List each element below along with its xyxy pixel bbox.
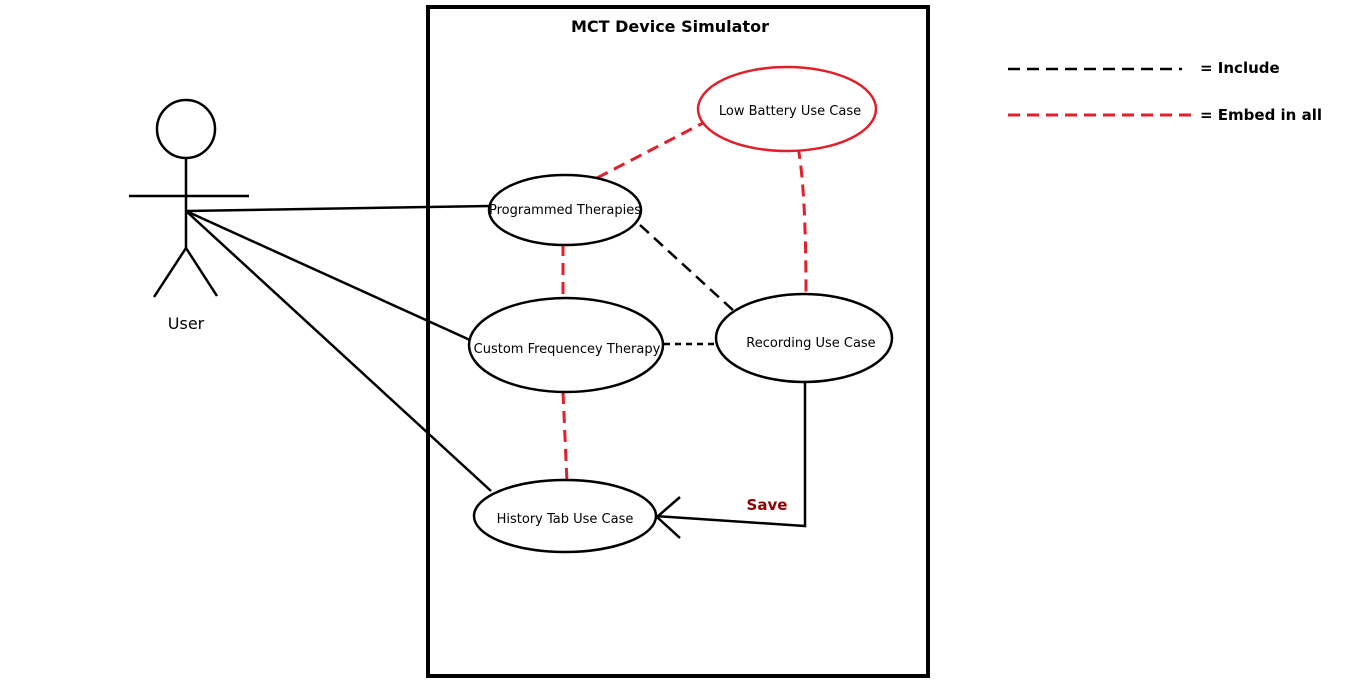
- system-title: MCT Device Simulator: [571, 17, 769, 36]
- association-custom: [185, 209, 471, 342]
- actor-left-leg: [152, 247, 188, 298]
- association-programmed: [185, 204, 491, 213]
- programmed-label: Programmed Therapies: [489, 203, 641, 218]
- actor-label: User: [168, 314, 205, 333]
- system-boundary: [426, 5, 930, 678]
- low-battery-ellipse: [696, 65, 878, 153]
- save-relation: [654, 381, 807, 528]
- embed-custom-history: [561, 391, 569, 483]
- use-case-recording: Recording Use Case: [714, 292, 894, 384]
- legend-embed-label: = Embed in all: [1200, 106, 1322, 124]
- use-case-custom-frequency: Custom Frequencey Therapy: [467, 296, 665, 394]
- recording-ellipse: [714, 292, 894, 384]
- include-programmed-recording: [639, 224, 736, 313]
- low-battery-label: Low Battery Use Case: [719, 104, 861, 119]
- embed-lowbattery-recording: [796, 146, 808, 296]
- legend: = Include = Embed in all: [1008, 59, 1322, 124]
- actor-head: [155, 98, 217, 160]
- association-history: [185, 210, 492, 492]
- save-label: Save: [747, 496, 788, 514]
- embed-programmed-lowbattery: [596, 121, 704, 180]
- use-case-history-tab: History Tab Use Case: [472, 478, 658, 554]
- use-case-programmed-therapies: Programmed Therapies: [487, 173, 643, 247]
- history-label: History Tab Use Case: [497, 512, 634, 527]
- history-ellipse: [472, 478, 658, 554]
- custom-label: Custom Frequencey Therapy: [474, 342, 661, 357]
- programmed-ellipse: [487, 173, 643, 247]
- use-case-low-battery: Low Battery Use Case: [696, 65, 878, 153]
- legend-include-label: = Include: [1200, 59, 1280, 77]
- actor-right-leg: [184, 247, 219, 297]
- actor-user: [129, 98, 249, 298]
- recording-label: Recording Use Case: [746, 336, 875, 351]
- custom-ellipse: [467, 296, 665, 394]
